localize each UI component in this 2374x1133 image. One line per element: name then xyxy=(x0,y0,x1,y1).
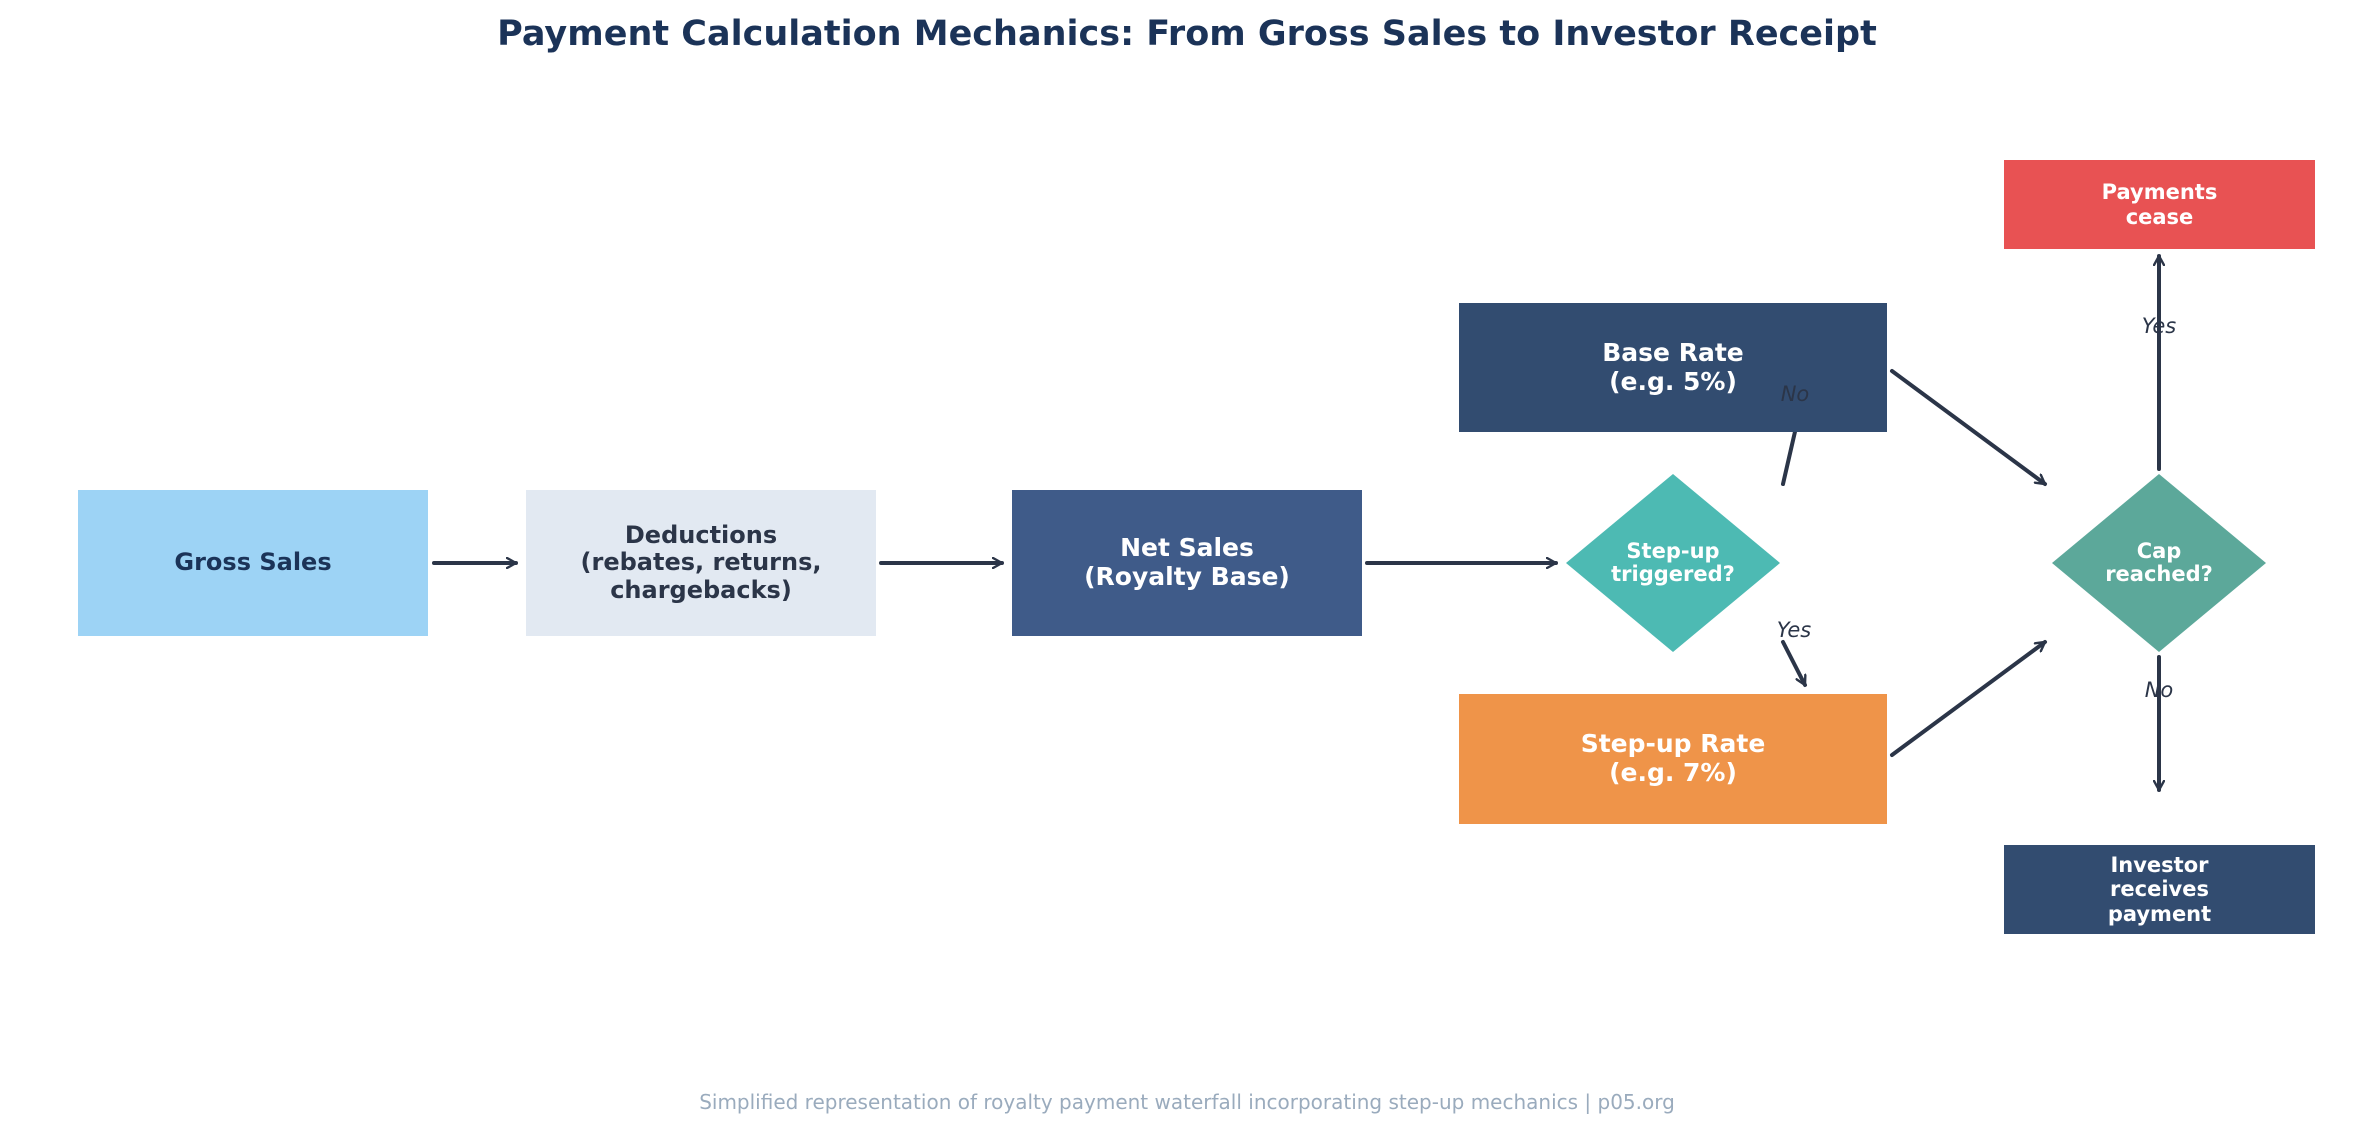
base-rate-box: Base Rate (e.g. 5%) xyxy=(1459,303,1887,432)
cap-decision-label: Cap reached? xyxy=(2105,538,2213,586)
arrow-stepuprate-to-cap xyxy=(1890,640,2047,757)
edge-label-cap-yes: Yes xyxy=(2141,314,2177,338)
edge-label-stepup-no: No xyxy=(1780,382,1810,406)
net-sales-box: Net Sales (Royalty Base) xyxy=(1012,490,1362,636)
arrow-stepup-to-stepuprate xyxy=(1781,640,1807,687)
investor-receives-box: Investor receives payment xyxy=(2004,845,2315,934)
edge-label-stepup-yes: Yes xyxy=(1776,618,1812,642)
cap-decision-diamond xyxy=(2052,474,2266,652)
stepup-rate-box: Step-up Rate (e.g. 7%) xyxy=(1459,694,1887,824)
arrow-base-to-cap xyxy=(1890,369,2047,486)
stepup-decision-diamond xyxy=(1566,474,1780,652)
diagram-title: Payment Calculation Mechanics: From Gros… xyxy=(497,14,1877,54)
deductions-box: Deductions (rebates, returns, chargeback… xyxy=(526,490,876,636)
stepup-decision-label: Step-up triggered? xyxy=(1611,538,1735,586)
diagram-footer: Simplified representation of royalty pay… xyxy=(699,1090,1675,1114)
edge-label-cap-no: No xyxy=(2144,678,2174,702)
payments-cease-box: Payments cease xyxy=(2004,160,2315,249)
gross-sales-box: Gross Sales xyxy=(78,490,428,636)
